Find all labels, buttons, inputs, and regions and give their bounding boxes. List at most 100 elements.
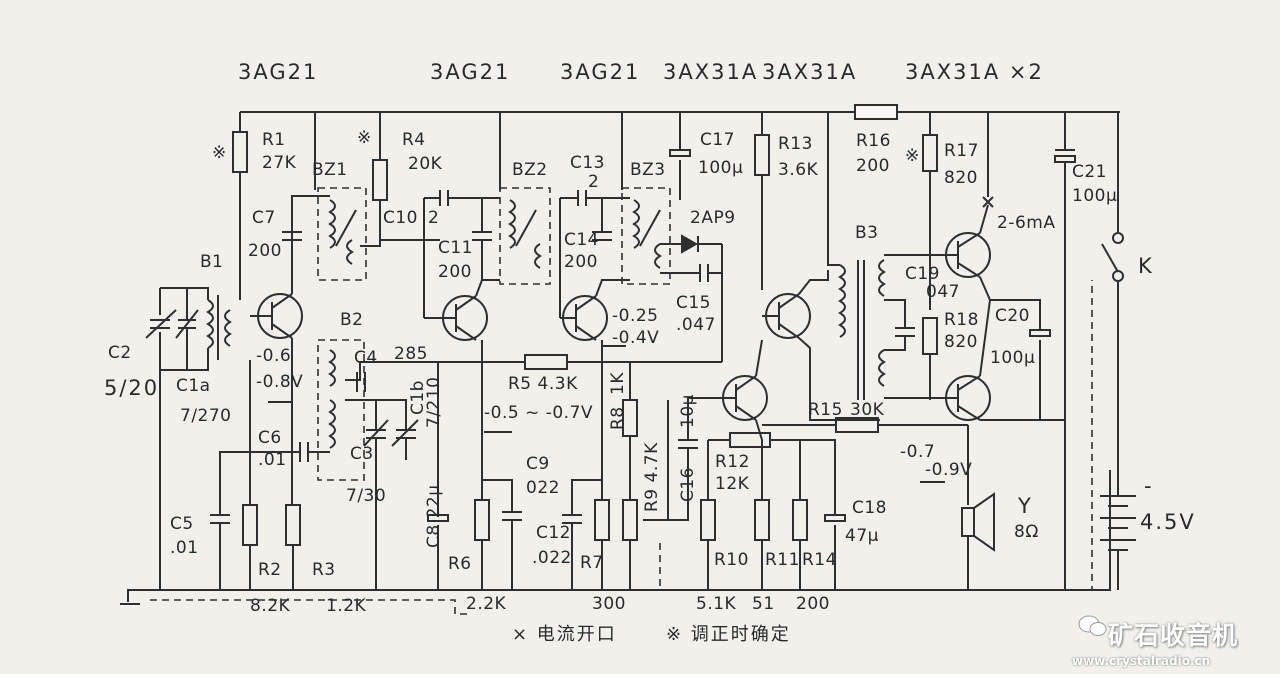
r14-resistor bbox=[792, 499, 808, 541]
r7-resistor bbox=[594, 499, 610, 541]
speaker-cone bbox=[973, 492, 995, 552]
q3-voltage: -0.25 bbox=[612, 306, 659, 326]
c14-value: 200 bbox=[564, 252, 598, 272]
c21-label: C21 bbox=[1072, 162, 1108, 182]
q5-em-wire bbox=[798, 337, 880, 421]
q3-voltage-2: -0.4V bbox=[612, 328, 660, 348]
c-2-label: 2 bbox=[428, 208, 440, 228]
r12-value: 12K bbox=[715, 474, 750, 494]
r6-resistor bbox=[474, 499, 490, 541]
r17-label: R17 bbox=[944, 141, 979, 161]
c15-value: .047 bbox=[676, 315, 716, 335]
c1b-value: 7/210 bbox=[424, 376, 444, 429]
c7-loop bbox=[291, 195, 330, 255]
r18-label: R18 bbox=[944, 310, 979, 330]
c19-wire-2 bbox=[884, 336, 906, 351]
c16-value: 10μ bbox=[678, 394, 698, 428]
r8-value: 1K bbox=[608, 372, 628, 395]
c1a-arrow bbox=[175, 309, 199, 339]
r17-resistor bbox=[922, 134, 938, 172]
r12-resistor bbox=[729, 432, 771, 448]
r5-resistor bbox=[524, 354, 568, 370]
q6a-em bbox=[957, 262, 981, 278]
c3-label: C3 bbox=[350, 444, 374, 464]
c7-label: C7 bbox=[252, 208, 276, 228]
c6-value: .01 bbox=[258, 450, 287, 470]
bz2-label: BZ2 bbox=[512, 160, 548, 180]
r4-resistor bbox=[372, 159, 388, 201]
r12-label: R12 bbox=[715, 452, 750, 472]
q4-col-wire bbox=[755, 339, 763, 377]
tuning-note-mark: ※ bbox=[212, 143, 227, 163]
q1-voltage: -0.6 bbox=[256, 346, 292, 366]
c3-arrow bbox=[363, 419, 389, 447]
switch-lever bbox=[1101, 243, 1119, 273]
c18-value: 47μ bbox=[845, 526, 879, 546]
c1b-arrow bbox=[391, 419, 419, 447]
c12-wire bbox=[571, 479, 602, 515]
r10-resistor bbox=[700, 499, 716, 541]
q6a-col-wire bbox=[979, 204, 989, 234]
c14-label: C14 bbox=[564, 230, 600, 250]
diode-label: 2AP9 bbox=[690, 208, 736, 228]
q4-em-wire bbox=[755, 419, 763, 500]
r3-value: 1.2K bbox=[326, 596, 367, 616]
c18-wire bbox=[800, 439, 836, 515]
b1-secondary-coil bbox=[224, 309, 232, 347]
r18-resistor bbox=[922, 317, 938, 355]
r2-value: 8.2K bbox=[250, 596, 291, 616]
q2-type-label: 3AG21 bbox=[430, 60, 511, 84]
dashed-return-3 bbox=[1065, 280, 1093, 591]
switch-contact-2 bbox=[1112, 270, 1124, 282]
c9-value: 022 bbox=[526, 478, 560, 498]
q5-col-wire bbox=[798, 270, 829, 295]
speaker-body bbox=[961, 507, 975, 537]
bz1-shield bbox=[317, 187, 367, 281]
c7-value: 200 bbox=[248, 241, 282, 261]
c18-label: C18 bbox=[852, 498, 888, 518]
r8-label: R8 bbox=[608, 406, 628, 430]
r6-value: 2.2K bbox=[466, 594, 507, 614]
c4-wire bbox=[345, 361, 440, 381]
r10-label: R10 bbox=[714, 550, 749, 570]
bz3-shield bbox=[621, 187, 671, 285]
c16-wire bbox=[687, 397, 720, 440]
r17-value: 820 bbox=[944, 168, 978, 188]
q3-col bbox=[575, 295, 597, 311]
r11-resistor bbox=[754, 499, 770, 541]
r13-resistor bbox=[754, 134, 770, 176]
q4-type-label: 3AX31A bbox=[663, 60, 759, 84]
r18-value: 820 bbox=[944, 332, 978, 352]
b2-label: B2 bbox=[340, 310, 364, 330]
battery-minus: - bbox=[1144, 474, 1154, 498]
bz1-coil-2 bbox=[346, 239, 354, 265]
c19-value: 047 bbox=[926, 282, 960, 302]
q5-em bbox=[778, 323, 800, 339]
r2-resistor bbox=[242, 504, 258, 546]
r7-value: 300 bbox=[592, 594, 626, 614]
watermark-title: 矿石收音机 bbox=[1108, 621, 1239, 650]
c1a-value: 7/270 bbox=[180, 406, 232, 426]
q3-col-wire bbox=[595, 279, 630, 297]
out-voltage-2: -0.9V bbox=[925, 460, 973, 480]
r11-label: R11 bbox=[765, 550, 800, 570]
legend-current-break: × 电流开口 bbox=[512, 624, 617, 645]
bz1-label: BZ1 bbox=[312, 160, 348, 180]
q1-emitter bbox=[271, 323, 293, 339]
switch-label: K bbox=[1138, 254, 1154, 278]
c20-plate bbox=[1029, 329, 1051, 337]
c8-label: C8 22μ bbox=[424, 484, 444, 548]
bz3-coil-2 bbox=[654, 243, 662, 269]
c15-label: C15 bbox=[676, 293, 712, 313]
c20-value: 100μ bbox=[990, 348, 1036, 368]
c4-value: 285 bbox=[394, 344, 428, 364]
r15-value: 30K bbox=[850, 400, 885, 420]
c12-value: .022 bbox=[532, 548, 572, 568]
r4-value: 20K bbox=[408, 154, 443, 174]
c6-label: C6 bbox=[258, 428, 282, 448]
q2-em bbox=[455, 325, 477, 341]
q6a-col bbox=[957, 232, 981, 248]
speaker-label: Y bbox=[1018, 494, 1033, 518]
c13-value: 2 bbox=[588, 172, 600, 192]
